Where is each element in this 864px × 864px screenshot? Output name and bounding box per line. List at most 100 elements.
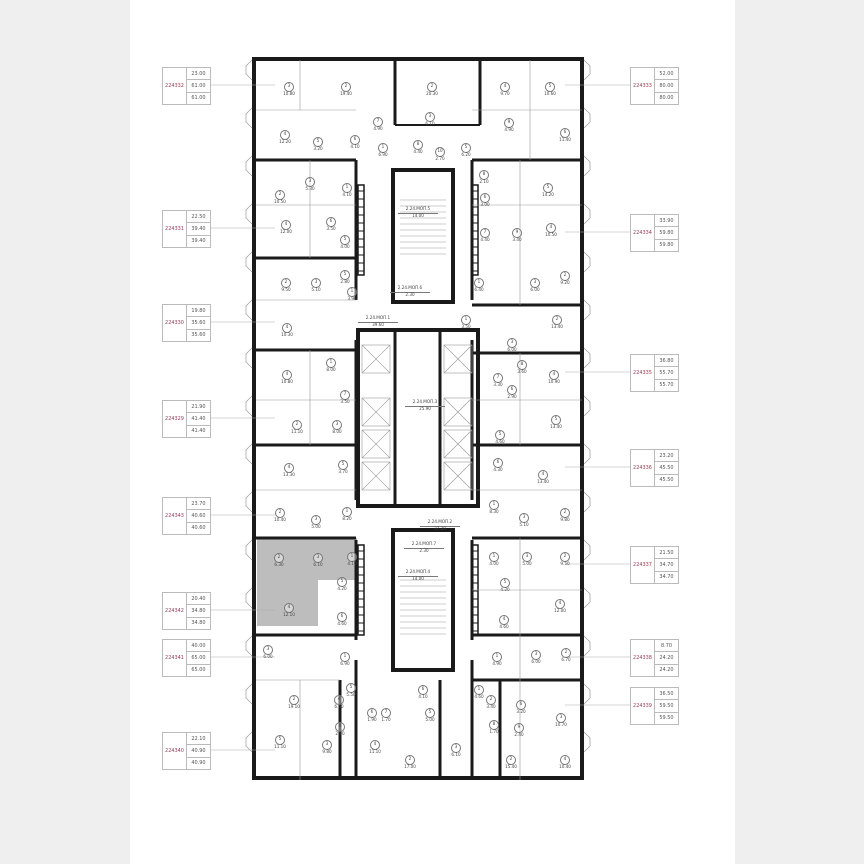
area-value: 41.40 xyxy=(191,428,206,435)
area-value: 34.70 xyxy=(655,559,678,572)
partition xyxy=(361,397,391,427)
room-area: 6.10 xyxy=(451,753,461,758)
room-area: 2.40 xyxy=(514,733,524,738)
area-value: 35.60 xyxy=(187,317,210,330)
room-number: 3 xyxy=(519,513,529,523)
room-area: 10.80 xyxy=(283,92,295,97)
room-number: 4 xyxy=(499,615,509,625)
room-area: 19.40 xyxy=(340,92,352,97)
apartment-id: 224338 xyxy=(631,640,655,676)
room-area: 17.00 xyxy=(404,765,416,770)
pier xyxy=(580,208,584,222)
room-number: 4 xyxy=(555,599,565,609)
room-area: 6.40 xyxy=(474,288,484,293)
apartment-id: 224339 xyxy=(631,688,655,724)
pier xyxy=(252,496,256,510)
area-value: 55.70 xyxy=(655,367,678,380)
apartment-id: 224335 xyxy=(631,355,655,391)
room-number: 4 xyxy=(546,223,556,233)
area-value: 59.50 xyxy=(655,700,678,713)
room-area: 2.70 xyxy=(435,157,445,162)
room-area: 10.80 xyxy=(281,380,293,385)
room-number: 1 xyxy=(474,685,484,695)
room-area: 2.90 xyxy=(335,732,345,737)
apartment-id: 224330 xyxy=(163,305,187,341)
facade-pilaster xyxy=(245,107,253,129)
partition xyxy=(443,344,473,374)
room-area: 3.60 xyxy=(517,370,527,375)
room-number: 4 xyxy=(282,370,292,380)
room-area: 4.00 xyxy=(340,245,350,250)
room-number: 1 xyxy=(489,552,499,562)
room-area: 5.10 xyxy=(311,288,321,293)
room-area: 5.30 xyxy=(305,187,315,192)
common-area-size: 39.60 xyxy=(372,322,384,328)
common-area-size: 25.90 xyxy=(419,406,431,412)
room-number: 3 xyxy=(313,553,323,563)
apartment-id: 224337 xyxy=(631,547,655,583)
room-number: 7 xyxy=(373,117,383,127)
area-value: 34.80 xyxy=(187,605,210,618)
room-number: 6 xyxy=(516,700,526,710)
facade-pilaster xyxy=(245,539,253,561)
room-area: 6.10 xyxy=(425,122,435,127)
room-number: 9 xyxy=(504,118,514,128)
room-number: 4 xyxy=(538,470,548,480)
apartment-id: 224341 xyxy=(163,640,187,676)
room-area: 9.80 xyxy=(560,518,570,523)
room-area: 8.00 xyxy=(326,368,336,373)
room-area: 9.50 xyxy=(560,562,570,567)
partition xyxy=(443,461,473,491)
room-area: 6.30 xyxy=(274,563,284,568)
facade-pilaster xyxy=(583,59,591,81)
room-area: 10.40 xyxy=(559,765,571,770)
room-number: 2 xyxy=(274,553,284,563)
common-area-code: 2.24.МОП.2 xyxy=(420,520,460,527)
pier xyxy=(252,304,256,318)
room-area: 6.00 xyxy=(263,655,273,660)
room-number: 2 xyxy=(275,508,285,518)
room-area: 19.10 xyxy=(288,705,300,710)
apartment-id: 224332 xyxy=(163,68,187,104)
elevator-shaft xyxy=(361,461,391,491)
